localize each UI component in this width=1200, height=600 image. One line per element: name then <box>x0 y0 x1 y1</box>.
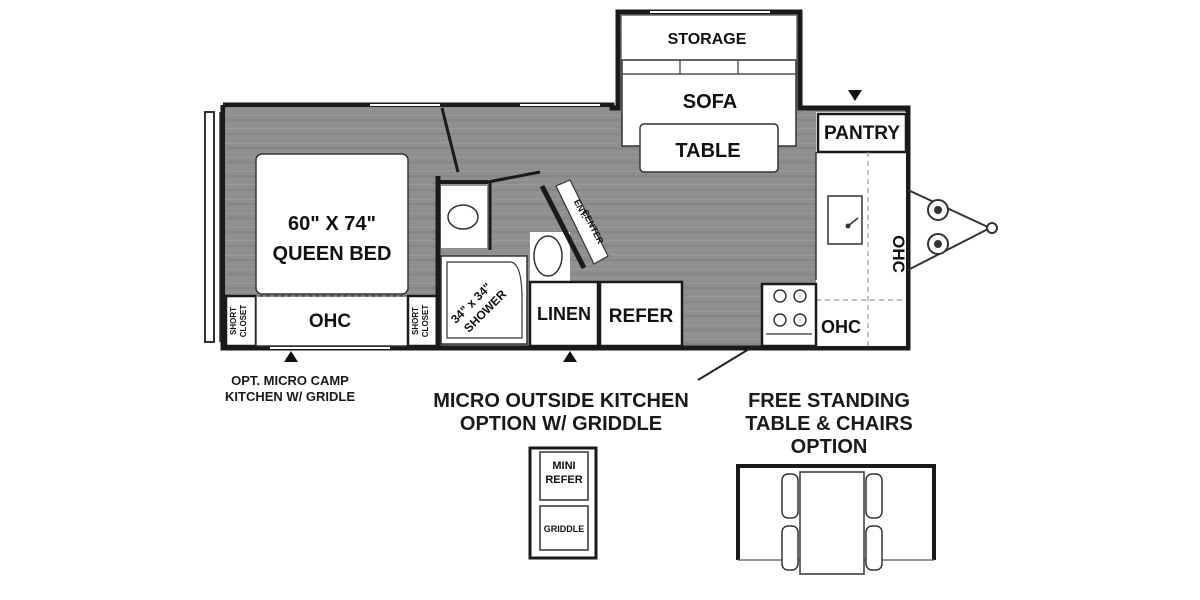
linen-label: LINEN <box>537 304 591 324</box>
outside-kitchen-caption-1: MICRO OUTSIDE KITCHEN <box>433 390 689 412</box>
mini-refer-label-2: REFER <box>545 474 582 486</box>
free-standing-caption-3: OPTION <box>791 436 868 458</box>
table-option-leader <box>697 345 755 381</box>
short-closet-left-2: CLOSET <box>239 305 248 338</box>
linen-option-arrow <box>563 351 577 362</box>
bed-name-label: QUEEN BED <box>273 243 392 265</box>
mini-refer-label-1: MINI <box>552 460 575 472</box>
windows <box>270 11 770 349</box>
bed-ohc-label: OHC <box>309 311 352 332</box>
table-chairs-diagram <box>736 464 936 575</box>
short-closet-right-2: CLOSET <box>421 305 430 338</box>
outside-kitchen-diagram <box>528 446 598 560</box>
short-closet-left-1: SHORT <box>229 307 238 335</box>
free-standing-caption-2: TABLE & CHAIRS <box>745 413 912 435</box>
pantry-door-arrow <box>848 90 862 101</box>
front-ohc-label: OHC <box>889 235 908 273</box>
exterior-walls <box>220 9 911 351</box>
micro-camp-caption-1: OPT. MICRO CAMP <box>231 373 349 388</box>
micro-camp-caption-2: KITCHEN W/ GRIDLE <box>225 389 355 404</box>
free-standing-caption-1: FREE STANDING <box>748 390 910 412</box>
ent-center <box>539 179 609 270</box>
griddle-label: GRIDDLE <box>544 524 585 534</box>
bedroom <box>224 153 440 348</box>
outside-kitchen-caption-2: OPTION W/ GRIDDLE <box>460 413 662 435</box>
linen-refer <box>528 280 684 348</box>
table-label: TABLE <box>675 140 740 162</box>
refer-label: REFER <box>609 306 674 327</box>
hitch-icon <box>907 189 998 271</box>
pantry-label: PANTRY <box>824 123 900 144</box>
rear-bumper <box>204 111 221 343</box>
bed-option-arrow <box>284 351 298 362</box>
sofa-label: SOFA <box>683 91 737 113</box>
bed-size-label: 60" X 74" <box>288 213 376 235</box>
front-kitchen <box>760 112 908 348</box>
kitchen-ohc-label: OHC <box>821 317 861 337</box>
bathroom <box>435 107 570 348</box>
short-closet-right-1: SHORT <box>411 307 420 335</box>
storage-label: STORAGE <box>668 31 747 48</box>
entry-arrows <box>284 90 862 362</box>
slide-out <box>621 16 797 173</box>
